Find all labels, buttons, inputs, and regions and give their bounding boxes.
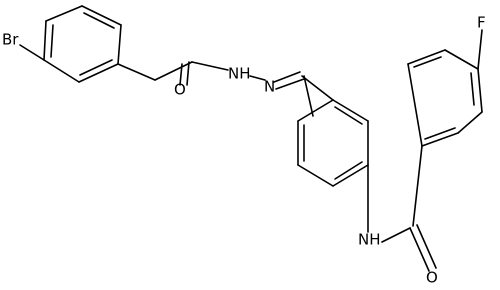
- hydrazone-double-bond-a: [273, 71, 301, 83]
- hydrazone-double-bond-b: [275, 78, 305, 90]
- bond: [407, 49, 446, 65]
- c-f-bond: [477, 29, 483, 70]
- double-bond-inner: [424, 127, 456, 140]
- carbonyl-double-bond-b: [179, 63, 183, 86]
- bond: [332, 99, 369, 122]
- ch2-carbonyl-bond: [154, 61, 193, 81]
- double-bond-inner: [470, 72, 475, 106]
- bond: [457, 111, 483, 134]
- carbonyl-ring-bond: [412, 145, 423, 227]
- c-methyl-bond: [303, 75, 314, 117]
- bromine-label: Br: [2, 31, 19, 49]
- double-bond-inner: [79, 59, 113, 76]
- bond: [421, 132, 459, 147]
- hydrazone-nitrogen-label: N: [264, 78, 275, 96]
- hydrazide-nh-label: NH: [228, 65, 251, 83]
- hydrazide-oxygen-label: O: [174, 81, 186, 99]
- bond: [43, 20, 47, 61]
- bond: [78, 63, 119, 83]
- bond: [297, 99, 334, 122]
- bond: [332, 164, 369, 187]
- bond: [81, 5, 122, 26]
- bond: [477, 68, 483, 113]
- central-phenylene-ring: [297, 99, 369, 187]
- fluorophenyl-ring: [407, 49, 483, 147]
- nh-n-bond: [249, 75, 266, 81]
- double-bond-inner: [334, 106, 363, 125]
- bond: [407, 63, 423, 147]
- bond: [117, 24, 122, 65]
- double-bond-inner: [413, 56, 442, 68]
- carbonyl-double-bond-a: [186, 61, 190, 86]
- carbonyl-nh-bond: [191, 61, 229, 71]
- br-label-mask: [1, 30, 23, 48]
- bond: [45, 5, 83, 22]
- bromophenyl-ring: [43, 5, 122, 83]
- bond: [297, 164, 334, 187]
- o2-label-mask: [425, 268, 439, 286]
- amide-nh-label: NH: [358, 231, 381, 249]
- ring-ch2-bond: [117, 63, 156, 81]
- double-bond-inner: [50, 24, 54, 58]
- amide-carbonyl-double-a: [409, 227, 430, 272]
- bond: [43, 59, 80, 83]
- nh-carbonyl-bond: [381, 227, 411, 243]
- nh2-label-mask: [357, 230, 381, 248]
- fluorine-label: F: [477, 14, 486, 32]
- c-br-bond: [19, 44, 45, 61]
- bond: [444, 49, 479, 70]
- double-bond-inner: [83, 12, 115, 29]
- f-label-mask: [476, 14, 490, 32]
- amide-oxygen-label: O: [426, 269, 438, 287]
- nh1-label-mask: [227, 64, 249, 82]
- o1-label-mask: [173, 80, 187, 98]
- double-bond-inner: [334, 161, 363, 180]
- amide-carbonyl-double-b: [416, 224, 437, 269]
- ring-c-bond: [301, 75, 334, 101]
